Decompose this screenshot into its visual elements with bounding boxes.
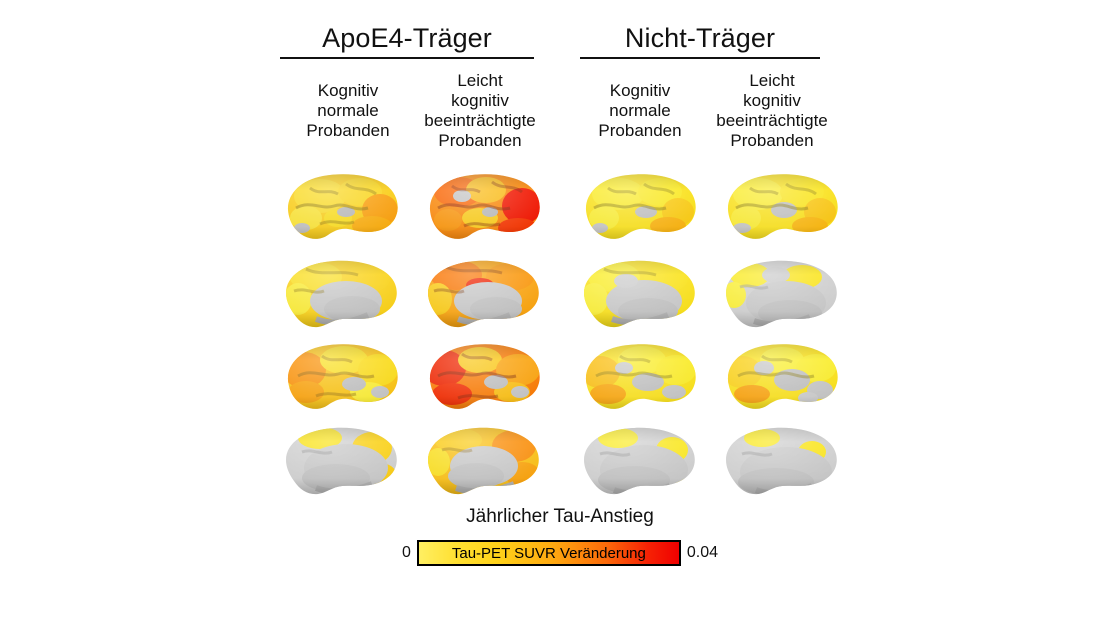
brain-cell-mci-non-rh-medial (716, 418, 848, 502)
brain-cell-mci-carrier-rh-medial (418, 418, 550, 502)
group-heading-apoe4-carrier-underline (280, 57, 534, 59)
brain-cell-mci-non-rh-lateral (716, 336, 848, 420)
brain-cell-cn-non-rh-lateral (574, 336, 706, 420)
colorbar-row: 0 Tau-PET SUVR Veränderung 0.04 (380, 538, 740, 568)
colorbar-title: Jährlicher Tau-Anstieg (466, 506, 654, 527)
brain-cell-cn-carrier-lh-lateral (276, 166, 408, 250)
group-heading-non-carrier-label: Nicht-Träger (624, 23, 776, 53)
brain-cell-cn-carrier-rh-medial (276, 418, 408, 502)
group-heading-apoe4-carrier: ApoE4-Träger (280, 22, 534, 59)
brain-cell-mci-non-lh-lateral (716, 166, 848, 250)
group-heading-non-carrier-underline (580, 57, 820, 59)
colorbar-legend: Jährlicher Tau-Anstieg 0 Tau-PET SUVR Ve… (380, 505, 740, 575)
brain-cell-mci-carrier-lh-medial (418, 251, 550, 335)
brain-cell-cn-non-lh-medial (574, 251, 706, 335)
brain-cell-mci-carrier-rh-lateral (418, 336, 550, 420)
column-label-cn-carrier: Kognitiv normale Probanden (306, 81, 390, 140)
brain-cell-mci-non-lh-medial (716, 251, 848, 335)
brain-cell-cn-carrier-rh-lateral (276, 336, 408, 420)
brain-surface-grid (276, 166, 846, 502)
column-label-cn-non: Kognitiv normale Probanden (598, 81, 682, 140)
colorbar-max-label: 0.04 (686, 544, 719, 561)
brain-cell-cn-carrier-lh-medial (276, 251, 408, 335)
colorbar-gradient: Tau-PET SUVR Veränderung (416, 540, 681, 566)
colorbar-inner-label: Tau-PET SUVR Veränderung (451, 544, 646, 562)
column-label-mci-non: Leicht kognitiv beeinträchtigte Probande… (716, 71, 828, 150)
group-heading-non-carrier: Nicht-Träger (580, 22, 820, 59)
brain-cell-mci-carrier-lh-lateral (418, 166, 550, 250)
colorbar-min-label: 0 (401, 544, 411, 561)
brain-cell-cn-non-rh-medial (574, 418, 706, 502)
group-heading-apoe4-carrier-label: ApoE4-Träger (322, 23, 492, 53)
column-label-mci-carrier: Leicht kognitiv beeinträchtigte Probande… (424, 71, 536, 150)
brain-cell-cn-non-lh-lateral (574, 166, 706, 250)
